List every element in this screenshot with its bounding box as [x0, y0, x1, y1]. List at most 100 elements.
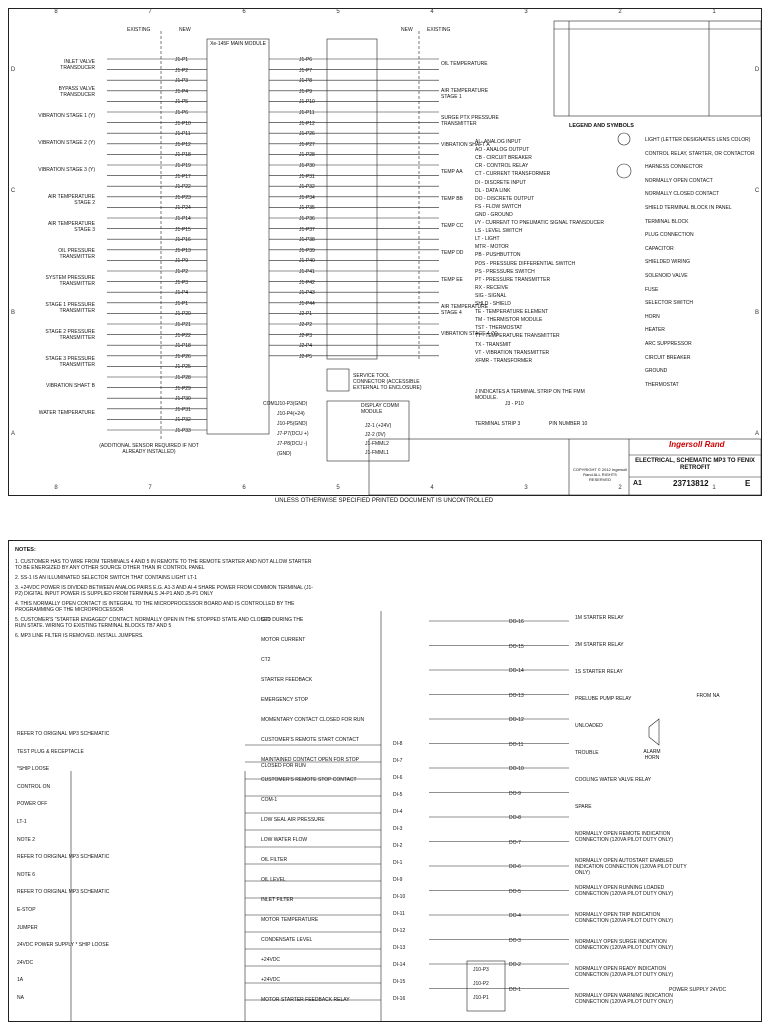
- control-circuit-label: NOTE 6: [17, 871, 36, 878]
- sensor-device-label: STAGE 3 PRESSURE TRANSMITTER: [45, 356, 95, 368]
- sensor-device-label: TEMP CC: [441, 223, 464, 229]
- zone-label: 6: [242, 485, 246, 491]
- header-new-left: NEW: [179, 27, 191, 33]
- input-device-label: CUSTOMER'S REMOTE STOP CONTACT: [261, 777, 357, 783]
- comm-pin-label: J7-P8(DCU -): [277, 441, 308, 447]
- module-pin-label: J1-P3: [175, 279, 189, 286]
- di-label: DI-2: [393, 843, 403, 849]
- zone-label: 5: [336, 9, 340, 15]
- legend-abbreviation: TX - TRANSMIT: [475, 341, 512, 348]
- alarm-horn-label: ALARM HORN: [643, 749, 661, 761]
- com1-label: COM1: [263, 401, 278, 407]
- input-device-label: +24VDC: [261, 977, 281, 983]
- output-device-label: NORMALLY OPEN AUTOSTART ENABLED INDICATI…: [575, 858, 687, 876]
- module-pin-label: J1-P23: [175, 194, 191, 201]
- power-supply-label: POWER SUPPLY 24VDC: [669, 987, 727, 993]
- di-label: DI-6: [393, 775, 403, 781]
- do-label: DO-6: [509, 864, 521, 870]
- legend-abbreviation: PDS - PRESSURE DIFFERENTIAL SWITCH: [475, 260, 576, 267]
- control-circuit-label: TEST PLUG & RECEPTACLE: [17, 748, 84, 755]
- supply-pin-label: J10-P1: [473, 995, 489, 1001]
- module-pin-label: J1-P16: [175, 237, 191, 244]
- zone-label: 2: [618, 485, 622, 491]
- module-pin-label: J1-P11: [299, 110, 315, 116]
- di-label: DI-7: [393, 758, 403, 764]
- output-device-label: NORMALLY OPEN WARNING INDICATION CONNECT…: [575, 993, 673, 1005]
- wiring-diagram-sheet-2: [70, 611, 660, 1021]
- control-circuit-label: 1A: [17, 977, 24, 984]
- legend-symbol-label: CONTROL RELAY, STARTER, OR CONTACTOR: [645, 150, 755, 157]
- zone-label: 6: [242, 9, 246, 15]
- input-device-label: MOMENTARY CONTACT CLOSED FOR RUN: [261, 717, 365, 723]
- header-existing-right: EXISTING: [427, 27, 451, 33]
- zone-label: C: [10, 188, 16, 195]
- do-label: DO-4: [509, 913, 521, 919]
- module-pin-label: J1-P32: [175, 417, 191, 424]
- module-pin-label: J1-P1: [175, 300, 189, 307]
- note-item: 3. +24VDC POWER IS DIVIDED BETWEEN ANALO…: [15, 585, 313, 597]
- di-label: DI-4: [393, 809, 403, 815]
- module-pin-label: J1-P32: [299, 184, 315, 191]
- module-pin-label: J1-P6: [175, 110, 189, 116]
- comm-pin-label: J10-P5(GND): [277, 421, 308, 427]
- do-label: DO-9: [509, 790, 521, 797]
- zone-label: 3: [524, 9, 528, 15]
- terminal-note: J INDICATES A TERMINAL STRIP ON THE FMM …: [475, 389, 585, 401]
- module-pin-label: J1-P7: [299, 67, 313, 74]
- legend-abbreviation: TT - TEMPERATURE TRANSMITTER: [475, 333, 560, 340]
- sensor-note: (ADDITIONAL SENSOR REQUIRED IF NOT ALREA…: [99, 443, 199, 455]
- legend-abbreviation: I/Y - CURRENT TO PNEUMATIC SIGNAL TRANSD…: [475, 220, 605, 226]
- sensor-device-label: TEMP DD: [441, 250, 464, 256]
- module-pin-label: J1-P20: [175, 311, 191, 318]
- output-device-label: UNLOADED: [575, 723, 603, 729]
- module-pin-label: J1-P6: [299, 57, 313, 63]
- legend-abbreviation: RX - RECEIVE: [475, 284, 509, 291]
- display-pin-label: J2-2 (0V): [365, 432, 386, 438]
- zone-label: 8: [54, 485, 58, 491]
- copyright: COPYRIGHT © 2012 Ingersoll Rand ALL RIGH…: [573, 467, 628, 482]
- note-item: 5. CUSTOMER'S "STARTER ENGAGED" CONTACT.…: [15, 617, 304, 629]
- brand-logo: Ingersoll Rand: [669, 440, 725, 449]
- legend-abbreviation: TST - THERMOSTAT: [475, 325, 523, 332]
- do-label: DO-2: [509, 962, 521, 968]
- module-pin-label: J1-P9: [299, 88, 313, 95]
- legend-abbreviation: CB - CIRCUIT BREAKER: [475, 155, 532, 162]
- note-item: 1. CUSTOMER HAS TO WIRE FROM TERMINALS 4…: [15, 559, 312, 571]
- module-pin-label: J1-P1: [175, 57, 189, 63]
- sensor-device-label: TEMP AA: [441, 169, 463, 175]
- schematic-sheet-1: 8 7 6 5 4 3 2 1 8 7 6 5 4 3 2 1 D C B A …: [8, 8, 762, 496]
- di-label: DI-5: [393, 792, 403, 798]
- sensor-device-label: INLET VALVE TRANSDUCER: [60, 59, 95, 71]
- legend-abbreviation: CT - CURRENT TRANSFORMER: [475, 171, 551, 178]
- legend-symbol-label: CIRCUIT BREAKER: [645, 354, 691, 361]
- module-pin-label: J1-P31: [299, 173, 315, 180]
- module-pin-label: J1-P39: [299, 247, 315, 254]
- module-pin-label: J1-P34: [299, 194, 315, 201]
- output-device-label: 1M STARTER RELAY: [575, 615, 624, 621]
- input-device-label: CONDENSATE LEVEL: [261, 937, 313, 943]
- output-device-label: 1S STARTER RELAY: [575, 669, 623, 675]
- uncontrolled-document-note: UNLESS OTHERWISE SPECIFIED PRINTED DOCUM…: [274, 498, 494, 504]
- do-label: DO-13: [509, 692, 524, 699]
- control-circuit-label: LT-1: [17, 819, 27, 825]
- supply-pin-label: J10-P3: [473, 967, 489, 973]
- control-circuit-label: E-STOP: [17, 907, 36, 913]
- main-module-title: Xe-145F MAIN MODULE: [210, 41, 266, 47]
- module-pin-label: J1-P4: [175, 88, 189, 95]
- schematic-sheet-2: NOTES: 1. CUSTOMER HAS TO WIRE FROM TERM…: [8, 540, 762, 1022]
- legend-abbreviation: TE - TEMPERATURE ELEMENT: [475, 309, 549, 316]
- zone-label: C: [754, 188, 760, 195]
- output-device-label: 2M STARTER RELAY: [575, 642, 624, 648]
- module-pin-label: J1-P10: [299, 99, 315, 106]
- module-pin-label: J1-P26: [175, 353, 191, 360]
- legend-symbol-label: HARNESS CONNECTOR: [645, 164, 703, 171]
- module-pin-label: J1-P2: [175, 269, 189, 275]
- input-device-label: CUSTOMER'S REMOTE START CONTACT: [261, 737, 359, 743]
- control-circuit-label: 24VDC: [17, 959, 34, 966]
- module-pin-label: J1-P4: [175, 290, 189, 297]
- do-label: DO-16: [509, 619, 524, 625]
- notes-title: NOTES:: [15, 547, 36, 553]
- input-device-label: MOTOR STARTER FEEDBACK RELAY: [261, 997, 350, 1003]
- module-pin-label: J1-P11: [175, 131, 191, 138]
- module-pin-label: J1-P18: [175, 343, 191, 350]
